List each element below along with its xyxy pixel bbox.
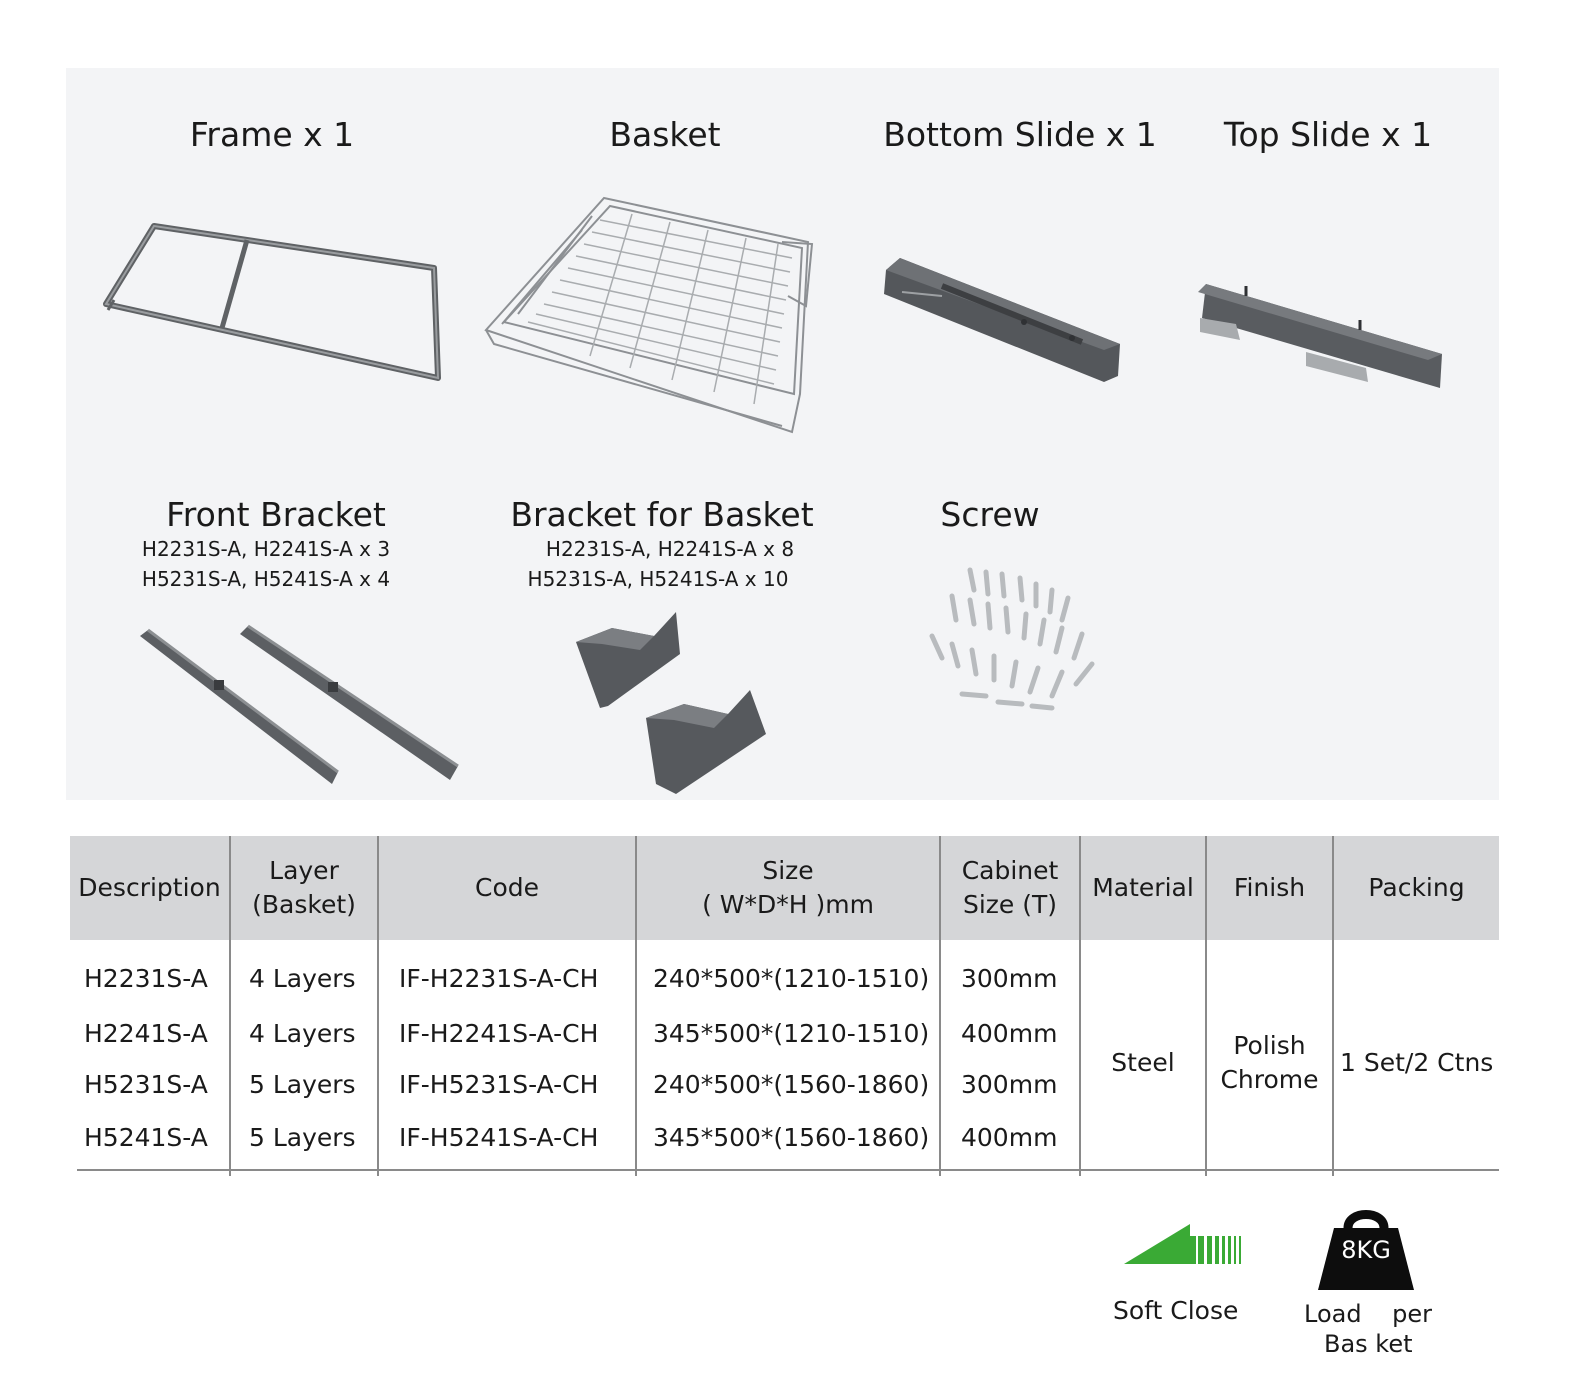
parts-panel: Frame x 1 Basket Bottom Slide x 1 Top Sl… — [66, 68, 1499, 800]
cell-description: H2241S-A — [84, 1018, 208, 1048]
part-title-top-slide: Top Slide x 1 — [1223, 115, 1433, 154]
cell-cabinet: 400mm — [939, 1008, 1080, 1059]
cell-code: IF-H5231S-A-CH — [377, 1059, 636, 1110]
spec-table: Description Layer(Basket) Code Size( W*D… — [70, 836, 1499, 1176]
soft-close-label: Soft Close — [1113, 1296, 1239, 1325]
cell-cabinet: 300mm — [939, 940, 1080, 1008]
header-description: Description — [70, 836, 230, 940]
cell-code: IF-H2241S-A-CH — [377, 1008, 636, 1059]
part-title-front-bracket: Front Bracket — [166, 495, 386, 534]
cell-layer: 5 Layers — [229, 1059, 378, 1110]
cell-description: H5231S-A — [84, 1069, 208, 1099]
cell-material: Steel — [1079, 940, 1206, 1176]
bracket-basket-qty-2: H5231S-A, H5241S-A x 10 — [527, 567, 789, 591]
cell-size: 345*500*(1210-1510) — [635, 1008, 940, 1059]
weight-value: 8KG — [1341, 1236, 1391, 1264]
cell-layer: 5 Layers — [229, 1110, 378, 1176]
bottom-slide-image — [884, 258, 1120, 382]
header-material: Material — [1079, 836, 1206, 940]
part-title-frame: Frame x 1 — [189, 115, 355, 154]
header-code: Code — [377, 836, 636, 940]
table-row: H5241S-A 5 Layers IF-H5241S-A-CH 345*500… — [70, 1110, 1499, 1176]
table-row: H2231S-A 4 Layers IF-H2231S-A-CH 240*500… — [70, 940, 1499, 1176]
table-row: H5231S-A 5 Layers IF-H5231S-A-CH 240*500… — [70, 1059, 1499, 1110]
table-bottom-rule — [77, 1169, 1499, 1171]
cell-size: 240*500*(1210-1510) — [635, 940, 940, 1008]
cell-layer: 4 Layers — [229, 1008, 378, 1059]
load-label-line-1: Load per — [1304, 1300, 1432, 1328]
cell-cabinet: 300mm — [939, 1059, 1080, 1110]
bracket-basket-qty-1: H2231S-A, H2241S-A x 8 — [545, 537, 795, 561]
part-title-bottom-slide: Bottom Slide x 1 — [883, 115, 1157, 154]
cell-description: H2231S-A — [84, 964, 208, 993]
cell-size: 345*500*(1560-1860) — [635, 1110, 940, 1176]
cell-code: IF-H2231S-A-CH — [377, 940, 636, 1008]
front-bracket-qty-2: H5231S-A, H5241S-A x 4 — [141, 567, 391, 591]
table-header-row: Description Layer(Basket) Code Size( W*D… — [70, 836, 1499, 940]
load-label-line-2: Bas ket — [1324, 1330, 1413, 1358]
part-title-basket: Basket — [609, 115, 721, 154]
frame-image — [103, 223, 441, 381]
part-title-bracket-basket: Bracket for Basket — [510, 495, 814, 534]
cell-cabinet: 400mm — [939, 1110, 1080, 1176]
cell-description: H5241S-A — [84, 1123, 208, 1152]
soft-close-arrow-icon — [1124, 1224, 1241, 1264]
header-size: Size( W*D*H )mm — [635, 836, 940, 940]
header-finish: Finish — [1205, 836, 1333, 940]
header-layer: Layer(Basket) — [229, 836, 378, 940]
cell-code: IF-H5241S-A-CH — [377, 1110, 636, 1176]
front-bracket-image — [140, 624, 459, 784]
part-title-screw: Screw — [940, 495, 1040, 534]
table-row: H2241S-A 4 Layers IF-H2241S-A-CH 345*500… — [70, 1008, 1499, 1059]
header-packing: Packing — [1332, 836, 1499, 940]
cell-size: 240*500*(1560-1860) — [635, 1059, 940, 1110]
weight-icon: 8KG — [1316, 1202, 1416, 1292]
cell-layer: 4 Layers — [229, 940, 378, 1008]
cell-packing: 1 Set/2 Ctns — [1332, 940, 1499, 1176]
bracket-basket-image — [576, 612, 766, 794]
top-slide-image — [1198, 284, 1442, 388]
basket-image — [484, 196, 814, 434]
screws-image — [929, 567, 1095, 711]
front-bracket-qty-1: H2231S-A, H2241S-A x 3 — [141, 537, 391, 561]
